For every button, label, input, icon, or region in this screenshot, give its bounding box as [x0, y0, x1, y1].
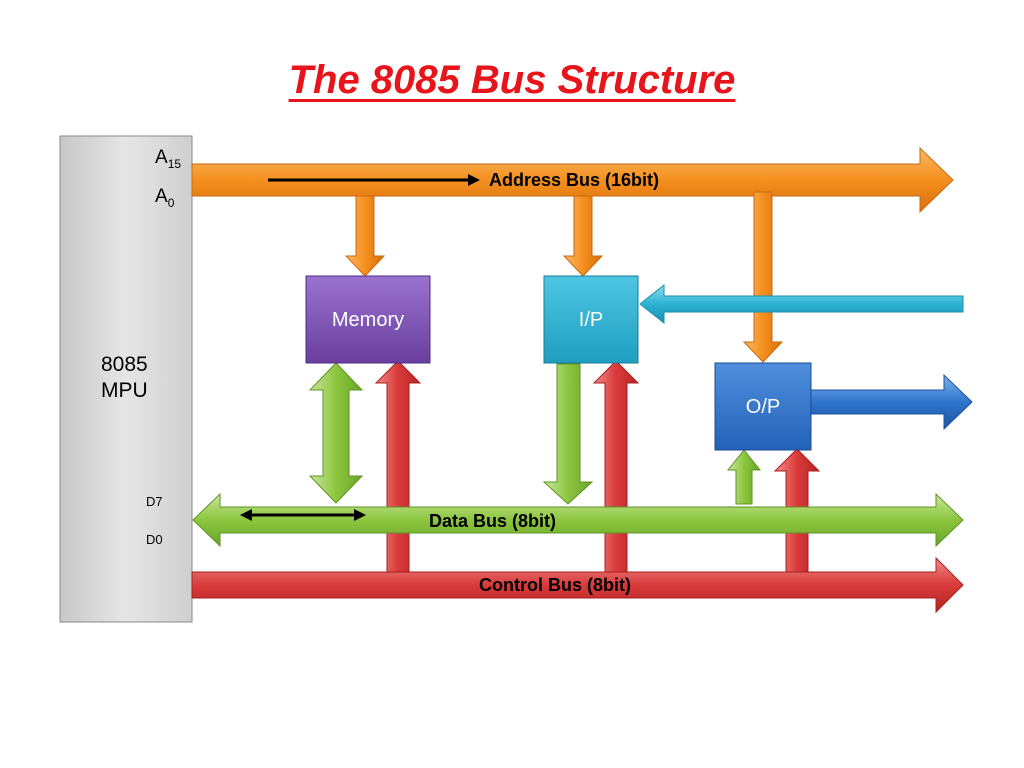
address-to-output-arrow: [742, 191, 784, 363]
mpu-label: 8085 MPU: [101, 352, 148, 404]
control-to-input-arrow: [592, 360, 640, 573]
output-block: [714, 362, 812, 451]
memory-label: Memory: [331, 309, 405, 331]
data-memory-bidirectional-arrow: [308, 362, 364, 504]
pin-d0-label: D0: [146, 532, 163, 547]
mpu-label-line1: 8085: [101, 353, 148, 376]
memory-block: [305, 275, 431, 364]
control-to-memory-arrow: [374, 360, 422, 573]
data-bus-arrow: [192, 492, 964, 548]
page-title: The 8085 Bus Structure: [288, 58, 736, 102]
mpu-label-line2: MPU: [101, 379, 148, 402]
output-label: O/P: [745, 396, 781, 418]
address-bus-label: Address Bus (16bit): [489, 170, 660, 190]
data-to-output-arrow: [726, 449, 762, 505]
input-label: I/P: [578, 309, 604, 331]
data-bus-label: Data Bus (8bit): [429, 511, 557, 531]
control-bus-label: Control Bus (8bit): [479, 575, 631, 595]
pin-a15-label: A15: [155, 147, 182, 171]
address-width-arrowhead: [468, 174, 480, 186]
address-to-memory-arrow: [344, 195, 386, 277]
data-width-arrowhead-left: [240, 509, 252, 521]
input-device-arrow: [639, 283, 964, 325]
output-device-arrow: [809, 373, 973, 431]
data-from-input-arrow: [542, 363, 594, 505]
input-block: [543, 275, 639, 364]
pin-a0-label: A0: [155, 186, 175, 210]
control-bus-arrow: [191, 556, 964, 614]
data-width-arrowhead-right: [354, 509, 366, 521]
pin-d7-label: D7: [146, 494, 163, 509]
address-to-input-arrow: [562, 195, 604, 277]
mpu-block: [59, 135, 193, 623]
